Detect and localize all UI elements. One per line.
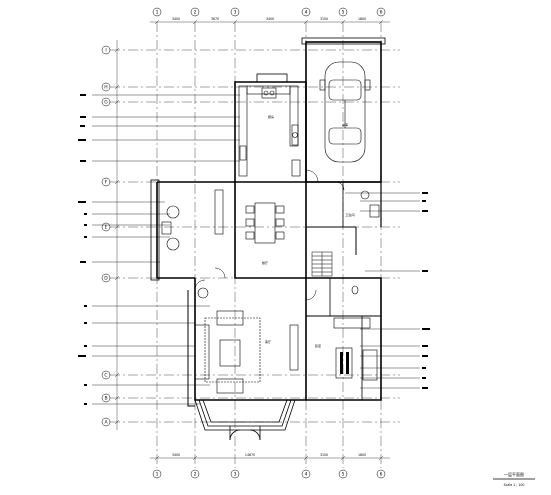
room-label-dining: 餐厅 xyxy=(262,260,268,265)
dimension-labels-top: 3400 3670 3400 3100 1800 xyxy=(172,17,366,21)
dining-table-icon xyxy=(245,202,285,244)
dimension-label: 3400 xyxy=(172,453,180,457)
grid-label: 2 xyxy=(194,472,197,478)
dimension-label: 3400 xyxy=(266,17,274,21)
dimension-label: 3100 xyxy=(320,17,328,21)
grid-label: 5 xyxy=(342,10,345,16)
grid-label: 6 xyxy=(380,10,383,16)
annotation-marks-right xyxy=(422,192,430,389)
car-icon xyxy=(319,61,371,163)
dimension-label: 14670 xyxy=(245,453,255,457)
dimension-line-top xyxy=(150,19,390,25)
dimension-label: 1800 xyxy=(358,17,366,21)
drawing-title: 一层平面图 xyxy=(504,471,524,477)
room-label-living: 客厅 xyxy=(265,339,271,344)
grid-label: E xyxy=(105,225,108,231)
annotation-marks-left xyxy=(78,94,87,405)
room-label-bathroom: 卫生间 xyxy=(345,212,354,217)
dimension-label: 1800 xyxy=(358,453,366,457)
grid-label: D xyxy=(104,276,108,282)
grid-label: 1 xyxy=(156,472,159,478)
dimension-line-left xyxy=(114,40,120,430)
grid-label: H xyxy=(104,85,107,91)
grid-label: 3 xyxy=(234,472,237,478)
dimension-line-bottom xyxy=(150,455,390,461)
dimension-label: 3670 xyxy=(211,17,219,21)
drawing-title-block: 一层平面图 Scale 1 : 100 xyxy=(493,471,535,487)
stairs xyxy=(311,251,333,277)
grid-labels-top: 1 2 3 4 5 6 xyxy=(156,10,383,16)
grid-label: 6 xyxy=(380,472,383,478)
grid-label: 4 xyxy=(305,472,308,478)
room-label-garage: 车库 xyxy=(342,122,348,127)
dimension-label: 3100 xyxy=(320,453,328,457)
bath-fixtures xyxy=(333,190,380,381)
dimension-labels-bottom: 3400 14670 3100 1800 xyxy=(172,453,366,457)
annotation-leaders-left xyxy=(92,94,240,405)
grid-label: 2 xyxy=(194,10,197,16)
grid-label: C xyxy=(104,373,107,379)
bay-window xyxy=(194,399,296,441)
grid-bubbles-bottom xyxy=(152,469,386,479)
annotation-leaders-right xyxy=(345,192,420,389)
living-sofa-set xyxy=(194,287,299,394)
room-label-kitchen: 厨房 xyxy=(268,114,274,119)
drawing-scale: Scale 1 : 100 xyxy=(504,483,525,487)
room-label-bedroom: 卧室 xyxy=(315,343,321,348)
grid-label: 3 xyxy=(234,10,237,16)
lounge-chairs xyxy=(161,189,224,251)
grid-label: F xyxy=(105,180,108,186)
grid-bubbles-top xyxy=(152,7,386,17)
grid-label: 4 xyxy=(305,10,308,16)
grid-label: A xyxy=(104,420,108,426)
grid-label: I xyxy=(105,48,106,54)
grid-labels-left: I H G F E D C B A xyxy=(104,48,108,426)
grid-label: B xyxy=(104,396,107,402)
grid-label: G xyxy=(104,100,108,106)
grid-label: 1 xyxy=(156,10,159,16)
door-swings xyxy=(194,169,345,301)
kitchen-counters xyxy=(238,85,301,177)
bed-icon xyxy=(335,347,353,379)
grid-lines-vertical xyxy=(156,22,382,468)
grid-labels-bottom: 1 2 3 4 5 6 xyxy=(156,472,383,478)
dimension-label: 3400 xyxy=(172,17,180,21)
grid-label: 5 xyxy=(342,472,345,478)
grid-bubbles-left xyxy=(101,45,111,427)
